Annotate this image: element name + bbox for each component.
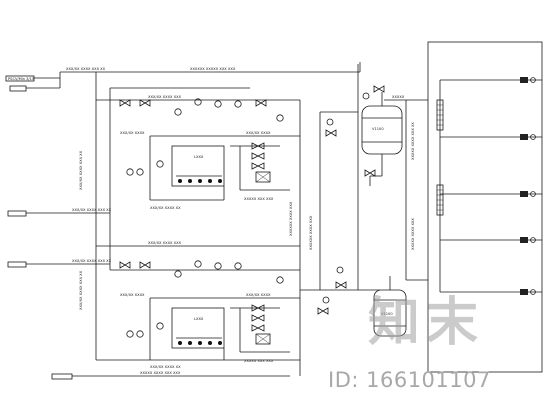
svg-text:V1100: V1100 [381,312,393,316]
outlet-marker [520,289,536,295]
watermark-id: ID: 166101107 [328,368,491,392]
upper-unit: LXXX XXX/XX XXXX XXX/XX XXXX [66,67,300,210]
lower-vessel: V1100 XXXXXX XXXX XXX XXXXXX XXXX XXX [289,201,407,337]
unit-label: LXXX [194,317,204,321]
svg-text:XXXXX XXXX XXX: XXXXX XXXX XXX [411,218,415,250]
inlet-4: XXXXX XXXX XXX XXX [51,371,290,380]
svg-text:XXX/XX XXXX XXX XX: XXX/XX XXXX XXX XX [79,270,83,310]
svg-text:XXX/XX XXXX XXX XX: XXX/XX XXXX XXX XX [72,259,112,263]
outlet-marker [520,191,536,197]
svg-text:XXX/XX XXXX XXX XX: XXX/XX XXXX XXX XX [66,67,106,71]
watermark-logo: 知末 [368,292,485,353]
unit-label: LXXX [194,155,204,159]
svg-text:XXXXX: XXXXX [392,95,405,99]
svg-text:XXX/XX XXXX XXX: XXX/XX XXXX XXX [148,241,182,245]
svg-text:XXXXX XXX XXX: XXXXX XXX XXX [244,359,274,363]
outlet-marker [520,77,536,83]
outlet-marker [520,134,536,140]
outlet-marker [520,237,536,243]
svg-text:XXX/XX XXXX XXX XX: XXX/XX XXXX XXX XX [72,208,112,212]
lower-unit: LXXX XXX/XX XXXX XXX/XX XXXX XXX/XX XXXX… [119,241,300,369]
svg-text:XXX/XX XXXX: XXX/XX XXXX [120,293,145,297]
svg-text:XXXXX XXX XXX: XXXXX XXX XXX [244,197,274,201]
svg-text:XXXXXX XXXX XXX: XXXXXX XXXX XXX [309,215,313,250]
svg-text:XXX/XX XXXX XXX: XXX/XX XXXX XXX [148,95,182,99]
svg-text:XXX/XX XXXX XX: XXX/XX XXXX XX [150,365,181,369]
svg-text:XXX/XX XXXX XXX XX: XXX/XX XXXX XXX XX [79,150,83,190]
svg-text:XXX/XX XXXX XX: XXX/XX XXXX XX [150,206,181,210]
svg-text:V1100: V1100 [372,127,384,131]
svg-text:XXXXXX XXXX XXX: XXXXXX XXXX XXX [289,201,293,236]
svg-text:XXXXX XXXX XXX XX: XXXXX XXXX XXX XX [411,122,415,160]
svg-text:XXXXXX XXXXX XXX XXX: XXXXXX XXXXX XXX XXX [190,67,236,71]
svg-text:PSCV/Min 3/15: PSCV/Min 3/15 [8,77,34,81]
svg-text:XXXXX XXXX XXX XXX: XXXXX XXXX XXX XXX [140,371,181,375]
svg-text:XXX/XX XXXX: XXX/XX XXXX [246,293,271,297]
svg-text:XXX/XX XXXX: XXX/XX XXXX [246,131,271,135]
inlet-1: PSCV/Min 3/15 [5,75,60,92]
distribution-header [427,41,543,373]
svg-text:XXX/XX XXXX: XXX/XX XXXX [120,131,145,135]
upper-vessel: V1100 XXXXX XXXXX XXXX XXX XX [325,85,415,186]
